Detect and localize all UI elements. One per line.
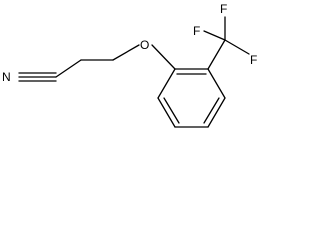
oxygen-aryl-bond — [151, 44, 176, 70]
carbon-fluorine-bond-right — [224, 39, 250, 55]
benzene-ring-bond — [157, 97, 176, 128]
benzene-ring-bond — [207, 68, 226, 99]
ring-trifluoromethyl-bond — [207, 39, 226, 70]
fluorine-atom-label-left: F — [193, 24, 200, 38]
carbon-fluorine-bond-left — [203, 30, 226, 41]
carbon-oxygen-bond — [112, 44, 140, 61]
benzene-inner-double-bond — [203, 97, 220, 124]
bond-group — [18, 16, 250, 128]
oxygen-atom-label: O — [140, 38, 149, 52]
chemical-structure-diagram: N O F F F — [2, 2, 257, 128]
benzene-ring-bond — [157, 68, 176, 99]
fluorine-atom-label-top: F — [220, 2, 227, 16]
nitrogen-atom-label: N — [2, 70, 11, 84]
fluorine-atom-label-right: F — [250, 53, 257, 67]
benzene-ring-bond — [207, 97, 226, 128]
benzene-inner-double-bond — [163, 97, 180, 124]
carbon-chain-bond — [55, 59, 82, 78]
